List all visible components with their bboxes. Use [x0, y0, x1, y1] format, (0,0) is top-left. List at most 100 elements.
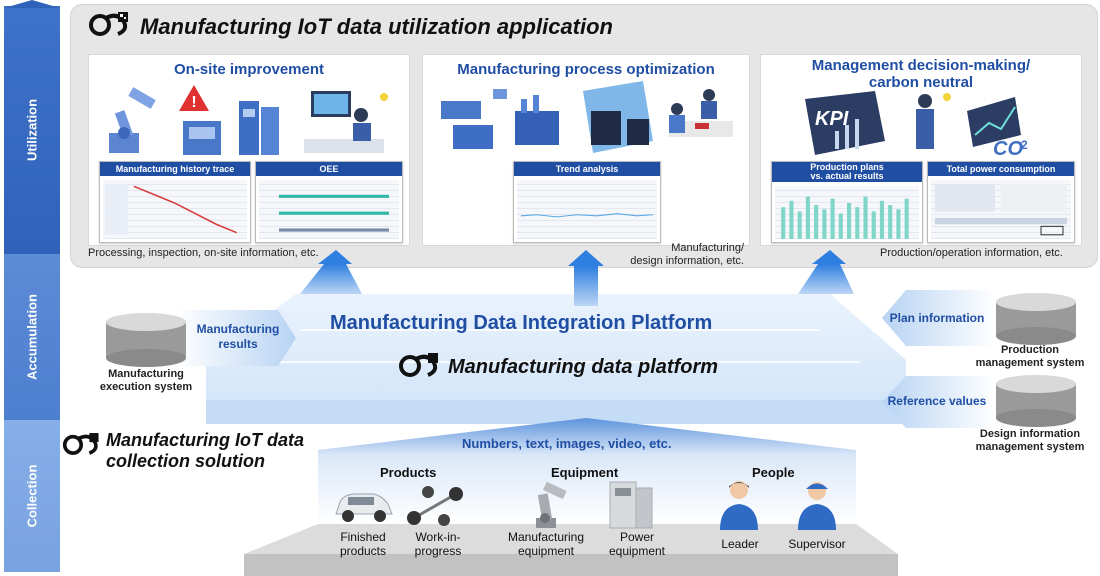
screen-body — [517, 180, 657, 239]
car-icon — [335, 493, 393, 522]
panel-process-optimization: Manufacturing process optimization Trend… — [422, 54, 750, 246]
supervisor-person-icon — [798, 482, 836, 530]
label-line: execution system — [99, 381, 193, 393]
platform-slab — [206, 294, 906, 424]
group-people: People — [752, 465, 795, 480]
panel-title-line: carbon neutral — [868, 74, 974, 91]
screen-body — [931, 180, 1071, 239]
power-equipment-label: Power equipment — [594, 530, 680, 558]
collection-logo-icon — [62, 433, 99, 455]
screen-trend-analysis: Trend analysis — [513, 161, 661, 243]
label-line: Design information — [979, 428, 1081, 440]
oee-bars-icon — [279, 194, 389, 232]
label-line: results — [218, 337, 258, 351]
screen-oee: OEE — [255, 161, 403, 243]
screen-total-power: Total power consumption — [927, 161, 1075, 243]
screen-body — [259, 180, 399, 239]
band-utilization-label: Utilization — [24, 98, 40, 162]
panel-title-line: Management decision-making/ — [811, 57, 1031, 74]
screen-title: OEE — [256, 162, 402, 176]
kpi-co2-illustration: KPI CO 2 — [805, 91, 1028, 160]
company-logo-icon — [89, 12, 128, 36]
panel-3-caption: Production/operation information, etc. — [880, 247, 1063, 259]
database-icon — [996, 375, 1076, 427]
platform-title: Manufacturing Data Integration Platform — [330, 312, 713, 334]
collection-title: Manufacturing IoT data collection soluti… — [106, 430, 304, 472]
platform-logo-icon — [399, 353, 438, 377]
screen-title: Production plans vs. actual results — [772, 162, 922, 182]
axle-icon — [407, 486, 463, 526]
trend-line-icon — [520, 213, 654, 218]
label-line: products — [339, 544, 387, 558]
label-line: management system — [975, 441, 1085, 453]
work-in-progress-label: Work-in- progress — [400, 530, 476, 558]
screen-body — [775, 186, 919, 239]
panel-title: Manufacturing process optimization — [457, 61, 715, 78]
arrow-up-left — [318, 250, 352, 264]
label-line: progress — [414, 544, 462, 558]
kpi-text: KPI — [815, 108, 849, 130]
arrow-right-input-2 — [882, 376, 996, 428]
label-line: Work-in- — [415, 530, 461, 544]
arrow-up-right — [812, 250, 846, 264]
panel-2-caption: Manufacturing/ design information, etc. — [620, 242, 744, 268]
panel-management-decision: Management decision-making/ carbon neutr… — [760, 54, 1082, 246]
finished-products-label: Finished products — [326, 530, 400, 558]
manufacturing-results-label: Manufacturing results — [190, 322, 286, 352]
panel-title: On-site improvement — [173, 61, 325, 78]
band-top-arrow-icon — [4, 0, 60, 8]
arrow-right-input-1 — [882, 290, 996, 346]
design-information-label: Design information management system — [960, 428, 1100, 454]
svg-text:!: ! — [191, 94, 196, 111]
leader-label: Leader — [721, 537, 759, 551]
process-illustration — [441, 81, 733, 153]
label-line: equipment — [517, 544, 575, 558]
manufacturing-equipment-label: Manufacturing equipment — [498, 530, 594, 558]
platform-edge — [206, 400, 906, 424]
band-collection: Collection — [4, 420, 60, 572]
screen-title: Trend analysis — [514, 162, 660, 176]
panel-1-caption: Processing, inspection, on-site informat… — [88, 247, 319, 259]
platform-diagram — [176, 250, 996, 428]
title-line: collection solution — [106, 451, 266, 471]
band-utilization: Utilization — [4, 6, 60, 254]
screen-production-plans: Production plans vs. actual results — [771, 161, 923, 243]
leader-person-icon — [720, 481, 758, 530]
robot-arm-icon — [536, 481, 567, 528]
power-cabinet-icon — [609, 481, 653, 529]
label-line: Manufacturing — [108, 368, 184, 380]
screen-title-line: Production plans — [810, 162, 884, 172]
co2-text: CO — [993, 138, 1023, 160]
power-grid-icon — [935, 184, 1067, 236]
group-equipment: Equipment — [551, 465, 619, 480]
mes-label: Manufacturing execution system — [84, 368, 208, 394]
band-accumulation: Accumulation — [4, 254, 60, 420]
label-line: Finished — [340, 530, 386, 544]
label-line: management system — [975, 357, 1085, 369]
database-icon — [996, 293, 1076, 345]
platform-subtitle: Manufacturing data platform — [448, 356, 719, 378]
arrow-up-center — [568, 250, 604, 266]
supervisor-label: Supervisor — [788, 537, 846, 551]
screen-history-trace: Manufacturing history trace — [99, 161, 251, 243]
plan-bars-icon — [781, 196, 909, 239]
label-line: Manufacturing — [507, 530, 585, 544]
title-line: Manufacturing IoT data — [106, 430, 304, 450]
data-types-label: Numbers, text, images, video, etc. — [462, 436, 672, 451]
arrow-left-input — [176, 310, 296, 366]
panel-onsite-improvement: On-site improvement ! Manufacturing hist… — [88, 54, 410, 246]
label-line: Power — [619, 530, 654, 544]
screen-title: Total power consumption — [928, 162, 1074, 176]
production-management-label: Production management system — [960, 344, 1100, 370]
co2-sub-text: 2 — [1021, 138, 1028, 152]
trace-line-icon — [105, 184, 238, 235]
plan-information-label: Plan information — [889, 311, 985, 325]
screen-body — [103, 180, 247, 239]
screen-title: Manufacturing history trace — [100, 162, 250, 176]
reference-values-label: Reference values — [887, 394, 987, 408]
label-line: equipment — [608, 544, 666, 558]
database-icon — [106, 313, 186, 367]
panel-title: Management decision-making/ carbon neutr… — [761, 57, 1081, 91]
factory-illustration: ! — [109, 85, 388, 155]
caption-line: design information, etc. — [630, 255, 744, 267]
